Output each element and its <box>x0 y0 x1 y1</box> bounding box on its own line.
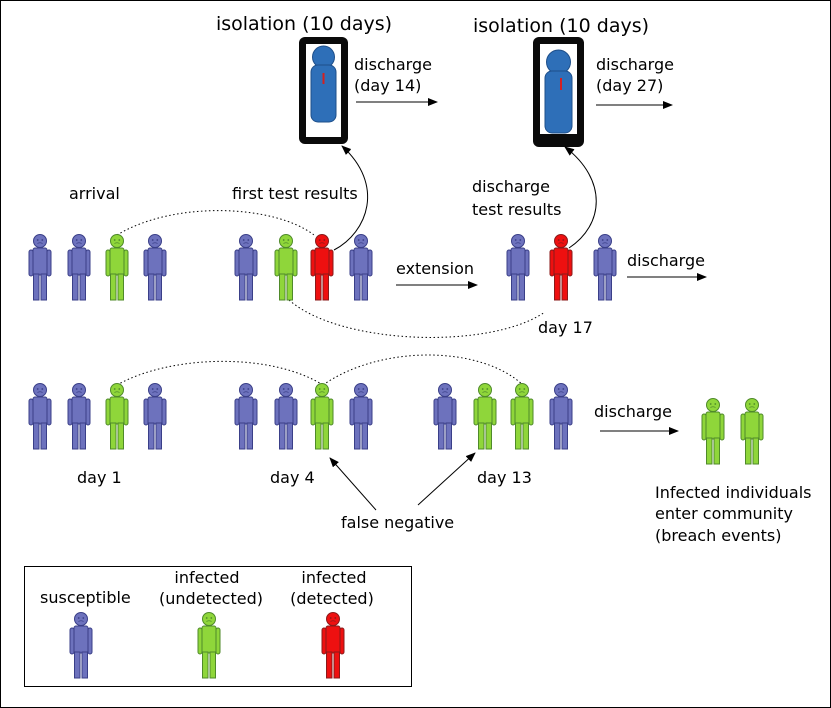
detected-infected-person <box>549 234 573 301</box>
discharge-day27-label: discharge <box>596 55 674 74</box>
false-negative-arrow-1 <box>329 457 377 511</box>
false-negative-arrow-2 <box>417 452 476 506</box>
row2-discharge-label: discharge <box>594 402 672 421</box>
susceptible-person <box>234 383 258 450</box>
people-layer <box>28 234 764 679</box>
first-test-label: first test results <box>232 184 358 203</box>
undetected-infected-person <box>473 383 497 450</box>
extension-label: extension <box>396 259 474 278</box>
legend-undetected-label-1: infected <box>174 568 239 587</box>
false-negative-label: false negative <box>341 513 454 532</box>
discharge-day14-label: discharge <box>354 55 432 74</box>
undetected-infected-person <box>510 383 534 450</box>
legend-susceptible-label: susceptible <box>40 588 131 607</box>
tracking-curve-day4-day13 <box>322 354 524 386</box>
detected-infected-person <box>310 234 334 301</box>
isolation-title-2: isolation (10 days) <box>473 15 649 37</box>
susceptible-person <box>433 383 457 450</box>
legend-undetected-label-2: (undetected) <box>159 589 263 608</box>
day1-label: day 1 <box>77 468 122 487</box>
susceptible-person <box>506 234 530 301</box>
susceptible-person <box>28 383 52 450</box>
undetected-infected-person <box>274 234 298 301</box>
isolation-title-1: isolation (10 days) <box>216 13 392 35</box>
legend-box <box>24 566 412 687</box>
isolation-box-1 <box>299 37 348 144</box>
susceptible-person <box>67 383 91 450</box>
detected-infected-person <box>321 612 345 679</box>
day13-label: day 13 <box>477 468 532 487</box>
susceptible-person <box>69 612 93 679</box>
susceptible-person <box>143 383 167 450</box>
legend-detected-label-2: (detected) <box>290 589 374 608</box>
susceptible-person <box>28 234 52 301</box>
arrival-label: arrival <box>69 184 120 203</box>
undetected-infected-person <box>105 234 129 301</box>
isolated-person <box>310 45 337 123</box>
susceptible-person <box>593 234 617 301</box>
tracking-curve-day1-day4 <box>116 360 324 386</box>
susceptible-person <box>549 383 573 450</box>
undetected-infected-person <box>701 398 725 465</box>
day17-label: day 17 <box>538 318 593 337</box>
tracking-curve-arrival <box>116 210 315 236</box>
susceptible-person <box>143 234 167 301</box>
discharge-test-label-2: test results <box>472 200 561 219</box>
discharge-test-label-1: discharge <box>472 177 550 196</box>
undetected-infected-person <box>740 398 764 465</box>
to-isolation-arrow-1 <box>333 145 368 251</box>
row1-discharge-label: discharge <box>627 251 705 270</box>
susceptible-person <box>234 234 258 301</box>
undetected-infected-person <box>197 612 221 679</box>
undetected-infected-person <box>105 383 129 450</box>
community-label-2: enter community <box>655 504 793 523</box>
community-label-1: Infected individuals <box>655 483 811 502</box>
susceptible-person <box>349 234 373 301</box>
day4-label: day 4 <box>270 468 315 487</box>
legend-detected-label-1: infected <box>301 568 366 587</box>
susceptible-person <box>349 383 373 450</box>
discharge-day27-sub: (day 27) <box>596 76 663 95</box>
isolated-person <box>544 49 573 134</box>
undetected-infected-person <box>310 383 334 450</box>
susceptible-person <box>67 234 91 301</box>
discharge-day14-sub: (day 14) <box>354 76 421 95</box>
community-label-3: (breach events) <box>655 526 781 545</box>
to-isolation-arrow-2 <box>564 146 597 249</box>
susceptible-person <box>274 383 298 450</box>
isolation-box-2 <box>533 37 584 147</box>
tracking-curve-extension <box>288 299 546 338</box>
